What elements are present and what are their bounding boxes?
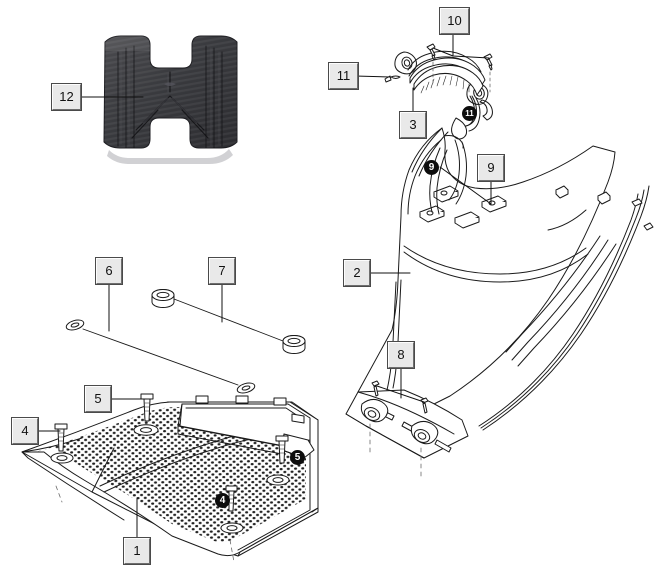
callout-9[interactable]: 9 bbox=[477, 154, 505, 182]
callout-8[interactable]: 8 bbox=[387, 341, 415, 369]
callout-12[interactable]: 12 bbox=[51, 83, 82, 111]
callout-5[interactable]: 5 bbox=[84, 385, 112, 413]
callout-1[interactable]: 1 bbox=[123, 537, 151, 565]
callout-6[interactable]: 6 bbox=[95, 257, 123, 285]
leader-lines bbox=[37, 33, 492, 539]
footboard-bolt-holes bbox=[50, 424, 290, 534]
panel-mount-screw-right bbox=[420, 397, 429, 414]
grab-rail-screw-right bbox=[483, 53, 493, 71]
footboard-part bbox=[21, 393, 319, 563]
badge-9: 9 bbox=[424, 160, 439, 175]
callout-2[interactable]: 2 bbox=[343, 259, 371, 287]
grab-rail-part bbox=[384, 43, 493, 140]
badge-4: 4 bbox=[215, 493, 230, 508]
panel-mount-screw-left bbox=[371, 380, 380, 397]
callout-10[interactable]: 10 bbox=[439, 7, 470, 35]
callout-11[interactable]: 11 bbox=[328, 62, 359, 90]
badge-5: 5 bbox=[290, 450, 305, 465]
grab-rail-screw-left bbox=[426, 43, 436, 61]
badge-11: 11 bbox=[462, 106, 477, 121]
footboard-ridge-nubs bbox=[195, 395, 305, 424]
thin-washer-part bbox=[65, 319, 256, 394]
callout-7[interactable]: 7 bbox=[208, 257, 236, 285]
footboard-bolt-long-right bbox=[275, 435, 289, 464]
body-panel-clips bbox=[419, 185, 507, 229]
body-panel-edge-tabs bbox=[555, 185, 654, 231]
callout-4[interactable]: 4 bbox=[11, 417, 39, 445]
footboard-bolt-short-right bbox=[225, 485, 238, 512]
grab-rail-side-fastener bbox=[384, 75, 401, 83]
footboard-bolt-short-left bbox=[54, 423, 68, 452]
rubber-grommet-part bbox=[151, 289, 306, 354]
callout-3[interactable]: 3 bbox=[399, 111, 427, 139]
body-panel-part bbox=[345, 127, 654, 481]
footboard-bolt-long bbox=[140, 393, 154, 422]
